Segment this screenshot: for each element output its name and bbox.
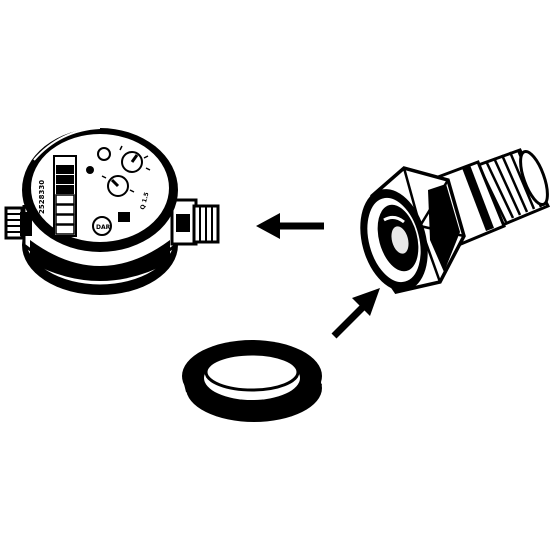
- tailpiece-collar: [462, 165, 494, 231]
- meter-model: Q 1.5: [139, 191, 150, 210]
- meter-right-nut: [176, 214, 190, 232]
- meter-brand-mark: DAR: [96, 224, 111, 231]
- arrow-diag-shaft: [331, 303, 367, 339]
- tailpiece-end: [519, 149, 549, 207]
- meter-approval-mark: [118, 212, 130, 222]
- meter-serial: 2528330: [38, 180, 46, 214]
- counter-rollers: [55, 165, 75, 235]
- meter-right-thread: [199, 206, 213, 242]
- arrow-left-head: [256, 213, 280, 239]
- washer-hole-rim: [204, 352, 300, 392]
- nut-inner-highlight: [383, 215, 405, 224]
- arrow-diag-head: [352, 288, 380, 316]
- meter-left-collar: [20, 212, 32, 236]
- nut-inner-gasket-seat: [391, 226, 409, 254]
- washer-side: [184, 384, 322, 410]
- meter-left-fitting: [4, 206, 24, 240]
- arrow-to-meter: [256, 213, 324, 239]
- meter-band: [30, 240, 170, 281]
- meter-dial-ticks: [101, 145, 151, 193]
- washer-icon: [182, 340, 322, 422]
- meter-star-wheel: [86, 166, 94, 174]
- meter-dial-needle-top: [130, 154, 139, 163]
- coupling-nut-icon: [360, 148, 550, 294]
- meter-rim-highlight: [33, 127, 101, 161]
- water-meter-icon: 2528330 DAR Q 1.5: [4, 127, 220, 295]
- meter-counter-window: [53, 155, 77, 237]
- meter-dial-needle-mid: [110, 178, 120, 188]
- nut-shadow-face: [428, 184, 460, 272]
- arrow-washer-to-nut: [331, 288, 380, 339]
- meter-left-thread: [6, 213, 22, 233]
- meter-brand-badge: [92, 216, 112, 236]
- meter-small-dial-a: [97, 147, 111, 161]
